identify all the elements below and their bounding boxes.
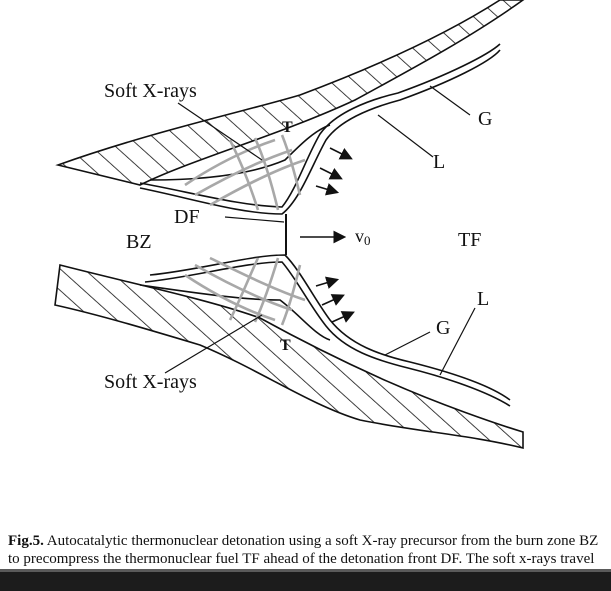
detonation-diagram: Soft X-rays Soft X-rays G G L L T T DF B…: [54, 0, 525, 450]
arrows: [300, 147, 355, 323]
label-v0-main: v: [355, 226, 364, 246]
label-v0: v0: [355, 226, 371, 248]
liner-top-outer: [139, 43, 501, 208]
gap-bottom-line: [139, 284, 331, 341]
tamp-bottom: [54, 263, 524, 450]
xray-mesh-bottom: [184, 256, 306, 326]
label-t-top: T: [282, 119, 293, 136]
label-soft-xrays-top: Soft X-rays: [104, 80, 197, 102]
gap-top-line: [149, 124, 331, 181]
bottom-bar: [0, 569, 611, 591]
label-l-top: L: [433, 151, 445, 173]
label-t-bottom: T: [280, 337, 291, 354]
liner-bottom-outer: [144, 261, 511, 407]
label-g-bottom: G: [436, 317, 450, 339]
leader-lines: [164, 85, 476, 376]
liner-bottom-inner: [149, 254, 511, 401]
label-df: DF: [174, 206, 200, 228]
label-soft-xrays-bottom: Soft X-rays: [104, 371, 197, 393]
label-v0-sub: 0: [364, 233, 371, 248]
xray-mesh-top: [184, 134, 306, 211]
label-tf: TF: [458, 229, 481, 251]
label-l-bottom: L: [477, 288, 489, 310]
label-g-top: G: [478, 108, 492, 130]
label-bz: BZ: [126, 231, 152, 253]
caption-fig-label: Fig.5.: [8, 533, 44, 549]
liner-top-inner: [139, 49, 501, 215]
tamp-top: [55, 0, 525, 186]
bottom-bar-edge: [0, 569, 611, 572]
